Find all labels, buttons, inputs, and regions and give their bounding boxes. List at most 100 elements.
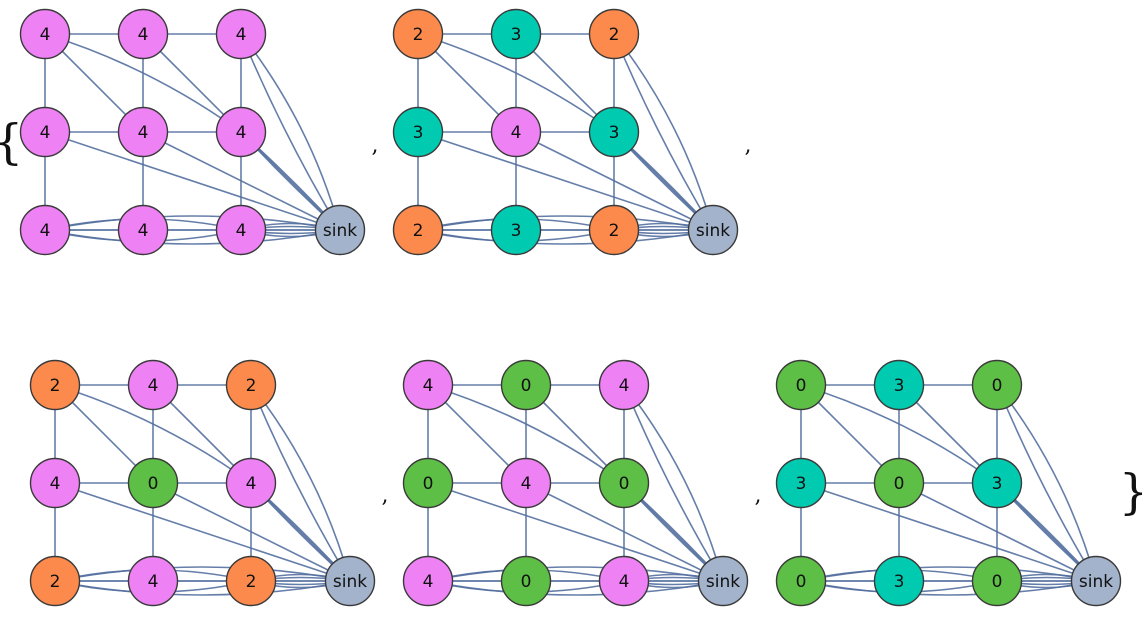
sink-circle[interactable] bbox=[314, 204, 366, 256]
vertex-circle[interactable] bbox=[873, 555, 925, 607]
vertex-circle[interactable] bbox=[225, 457, 277, 509]
vertex-node[interactable]: 2 bbox=[29, 359, 81, 411]
vertex-circle[interactable] bbox=[392, 106, 444, 158]
vertex-circle[interactable] bbox=[19, 8, 71, 60]
vertex-node[interactable]: 4 bbox=[127, 555, 179, 607]
sink-circle[interactable] bbox=[1070, 555, 1122, 607]
vertex-node[interactable]: 2 bbox=[588, 204, 640, 256]
vertex-circle[interactable] bbox=[215, 204, 267, 256]
vertex-node[interactable]: 2 bbox=[225, 359, 277, 411]
sink-node[interactable]: sink bbox=[324, 555, 376, 607]
vertex-circle[interactable] bbox=[392, 204, 444, 256]
vertex-node[interactable]: 4 bbox=[29, 457, 81, 509]
vertex-node[interactable]: 4 bbox=[19, 8, 71, 60]
vertex-circle[interactable] bbox=[873, 359, 925, 411]
vertex-circle[interactable] bbox=[127, 457, 179, 509]
vertex-circle[interactable] bbox=[19, 204, 71, 256]
vertex-circle[interactable] bbox=[402, 359, 454, 411]
vertex-node[interactable]: 4 bbox=[19, 204, 71, 256]
vertex-circle[interactable] bbox=[225, 359, 277, 411]
vertex-circle[interactable] bbox=[588, 106, 640, 158]
vertex-node[interactable]: 3 bbox=[588, 106, 640, 158]
sink-node[interactable]: sink bbox=[314, 204, 366, 256]
vertex-node[interactable]: 4 bbox=[117, 106, 169, 158]
vertex-node[interactable]: 4 bbox=[117, 204, 169, 256]
vertex-node[interactable]: 3 bbox=[392, 106, 444, 158]
vertex-circle[interactable] bbox=[588, 204, 640, 256]
vertex-node[interactable]: 0 bbox=[873, 457, 925, 509]
vertex-node[interactable]: 4 bbox=[490, 106, 542, 158]
vertex-circle[interactable] bbox=[117, 204, 169, 256]
sink-node[interactable]: sink bbox=[1070, 555, 1122, 607]
sink-circle[interactable] bbox=[697, 555, 749, 607]
vertex-node[interactable]: 4 bbox=[117, 8, 169, 60]
vertex-node[interactable]: 0 bbox=[971, 359, 1023, 411]
vertex-node[interactable]: 4 bbox=[19, 106, 71, 158]
vertex-node[interactable]: 4 bbox=[225, 457, 277, 509]
sink-circle[interactable] bbox=[324, 555, 376, 607]
vertex-node[interactable]: 3 bbox=[490, 8, 542, 60]
vertex-circle[interactable] bbox=[598, 555, 650, 607]
vertex-circle[interactable] bbox=[225, 555, 277, 607]
vertex-circle[interactable] bbox=[29, 457, 81, 509]
vertex-node[interactable]: 2 bbox=[392, 204, 444, 256]
vertex-circle[interactable] bbox=[19, 106, 71, 158]
vertex-node[interactable]: 4 bbox=[215, 204, 267, 256]
vertex-node[interactable]: 4 bbox=[215, 8, 267, 60]
sink-circle[interactable] bbox=[687, 204, 739, 256]
vertex-node[interactable]: 0 bbox=[775, 359, 827, 411]
vertex-circle[interactable] bbox=[402, 457, 454, 509]
vertex-node[interactable]: 0 bbox=[127, 457, 179, 509]
vertex-node[interactable]: 0 bbox=[500, 359, 552, 411]
sink-node[interactable]: sink bbox=[697, 555, 749, 607]
vertex-circle[interactable] bbox=[117, 8, 169, 60]
vertex-circle[interactable] bbox=[127, 555, 179, 607]
vertex-circle[interactable] bbox=[215, 106, 267, 158]
vertex-node[interactable]: 3 bbox=[490, 204, 542, 256]
vertex-node[interactable]: 2 bbox=[588, 8, 640, 60]
vertex-node[interactable]: 4 bbox=[402, 359, 454, 411]
vertex-circle[interactable] bbox=[500, 359, 552, 411]
vertex-node[interactable]: 4 bbox=[127, 359, 179, 411]
vertex-circle[interactable] bbox=[588, 8, 640, 60]
vertex-node[interactable]: 3 bbox=[873, 359, 925, 411]
vertex-node[interactable]: 2 bbox=[225, 555, 277, 607]
vertex-circle[interactable] bbox=[490, 204, 542, 256]
vertex-circle[interactable] bbox=[392, 8, 444, 60]
vertex-node[interactable]: 3 bbox=[971, 457, 1023, 509]
vertex-circle[interactable] bbox=[490, 8, 542, 60]
vertex-circle[interactable] bbox=[29, 359, 81, 411]
vertex-node[interactable]: 0 bbox=[500, 555, 552, 607]
vertex-circle[interactable] bbox=[215, 8, 267, 60]
vertex-node[interactable]: 0 bbox=[971, 555, 1023, 607]
vertex-node[interactable]: 4 bbox=[402, 555, 454, 607]
vertex-circle[interactable] bbox=[598, 457, 650, 509]
vertex-node[interactable]: 0 bbox=[775, 555, 827, 607]
vertex-node[interactable]: 4 bbox=[598, 555, 650, 607]
vertex-circle[interactable] bbox=[402, 555, 454, 607]
vertex-circle[interactable] bbox=[971, 555, 1023, 607]
vertex-node[interactable]: 0 bbox=[598, 457, 650, 509]
sink-node[interactable]: sink bbox=[687, 204, 739, 256]
vertex-circle[interactable] bbox=[500, 457, 552, 509]
vertex-circle[interactable] bbox=[127, 359, 179, 411]
vertex-circle[interactable] bbox=[117, 106, 169, 158]
vertex-circle[interactable] bbox=[775, 457, 827, 509]
vertex-circle[interactable] bbox=[971, 457, 1023, 509]
vertex-circle[interactable] bbox=[775, 555, 827, 607]
vertex-node[interactable]: 0 bbox=[402, 457, 454, 509]
vertex-circle[interactable] bbox=[775, 359, 827, 411]
vertex-circle[interactable] bbox=[971, 359, 1023, 411]
vertex-circle[interactable] bbox=[500, 555, 552, 607]
vertex-circle[interactable] bbox=[490, 106, 542, 158]
vertex-node[interactable]: 4 bbox=[500, 457, 552, 509]
vertex-node[interactable]: 3 bbox=[873, 555, 925, 607]
vertex-circle[interactable] bbox=[598, 359, 650, 411]
vertex-node[interactable]: 4 bbox=[598, 359, 650, 411]
vertex-circle[interactable] bbox=[29, 555, 81, 607]
vertex-node[interactable]: 3 bbox=[775, 457, 827, 509]
vertex-circle[interactable] bbox=[873, 457, 925, 509]
vertex-node[interactable]: 4 bbox=[215, 106, 267, 158]
vertex-node[interactable]: 2 bbox=[392, 8, 444, 60]
vertex-node[interactable]: 2 bbox=[29, 555, 81, 607]
